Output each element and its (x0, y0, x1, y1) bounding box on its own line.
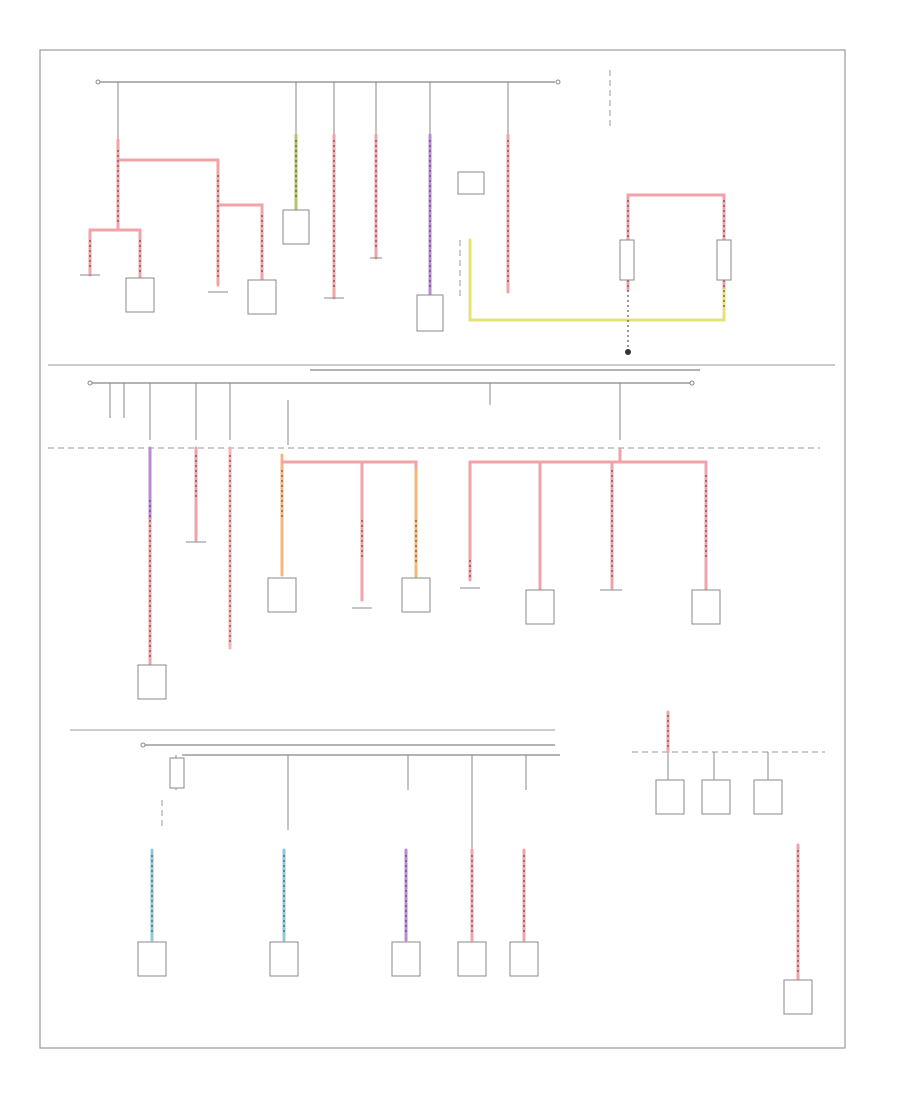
components-2 (137, 541, 721, 700)
wire-red-loop (626, 193, 726, 292)
fuse-taps-2 (109, 383, 621, 445)
component-box (125, 277, 155, 313)
component-box (701, 779, 731, 815)
component-box (716, 239, 732, 281)
wire-hatches-1 (89, 140, 509, 290)
component-box (247, 279, 277, 315)
component-box (416, 294, 444, 332)
component-box (655, 779, 685, 815)
section-upper-fuse-block (66, 70, 732, 355)
components-3 (137, 779, 813, 1015)
relay-box (169, 757, 185, 789)
component-box (783, 979, 813, 1015)
wire-hatches-2 (149, 455, 707, 660)
component-box (391, 941, 421, 977)
component-box (267, 577, 297, 613)
component-box (137, 664, 167, 700)
wire-red-right-tree (468, 448, 708, 592)
component-box (525, 589, 555, 625)
section-lower-fuse-block (137, 710, 825, 1015)
section-middle-fuse-block (48, 369, 820, 700)
wire-red-left-tree (88, 138, 264, 287)
source-label-left (66, 88, 92, 112)
diagram-frame (39, 49, 846, 1049)
components-1 (80, 171, 732, 332)
component-box (753, 779, 783, 815)
component-box (619, 239, 635, 281)
component-box (509, 941, 539, 977)
wire-red-h-282 (280, 460, 418, 472)
fuse-taps-3 (175, 752, 769, 850)
component-box (457, 171, 485, 195)
component-box (691, 589, 721, 625)
component-box (401, 577, 431, 613)
component-box (457, 941, 487, 977)
component-box (137, 941, 167, 977)
component-box (282, 209, 310, 245)
wire-hatches-3 (151, 715, 799, 975)
fuse-taps (117, 82, 509, 145)
component-box (269, 941, 299, 977)
